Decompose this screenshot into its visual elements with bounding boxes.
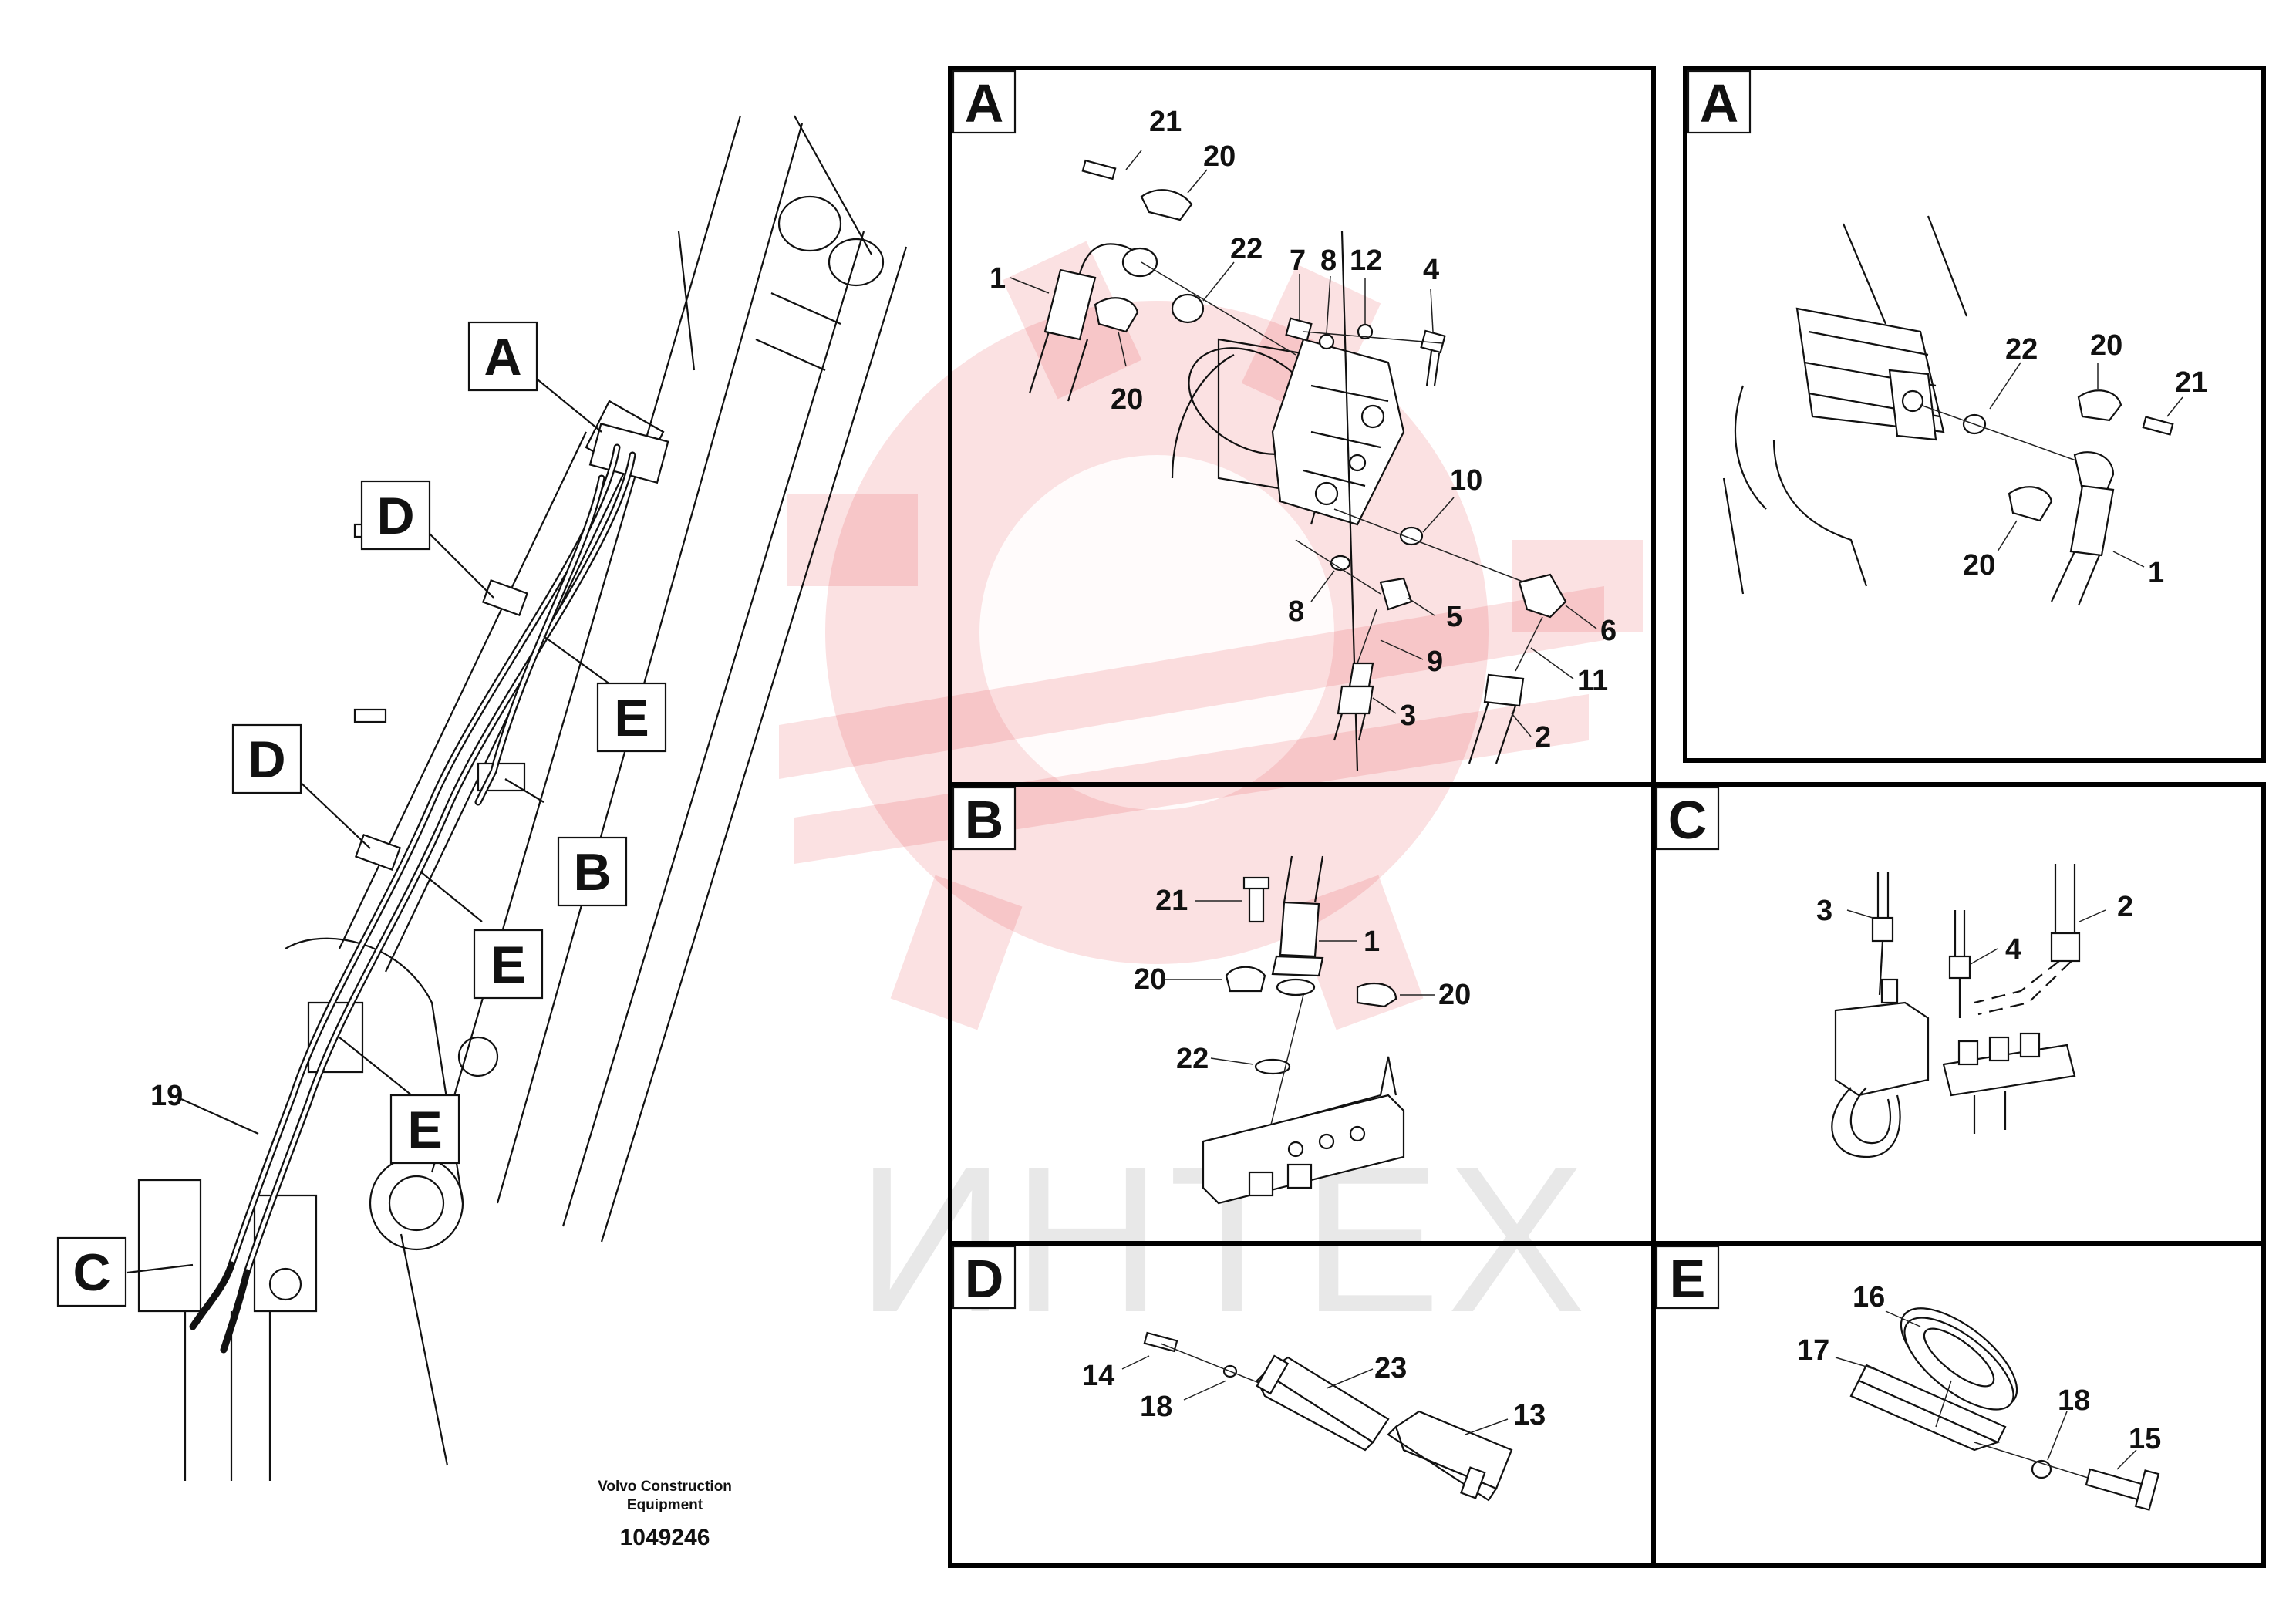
credit-line-1: Volvo Construction — [598, 1479, 732, 1495]
part-number: 4 — [1423, 254, 1439, 286]
part-number: 20 — [2090, 329, 2122, 362]
part-number: 1 — [1364, 926, 1380, 958]
callout-label: E — [407, 1101, 442, 1159]
callout-label: C — [72, 1243, 110, 1302]
panel-d-detail: D 23 14 18 13 — [952, 1245, 1546, 1502]
part-number: 2 — [2117, 891, 2133, 923]
part-number: 3 — [1400, 700, 1416, 732]
part-number: 4 — [2005, 933, 2021, 966]
callout-box-e: E — [596, 682, 667, 753]
part-number: 2 — [1535, 721, 1551, 754]
part-number: 20 — [1438, 979, 1471, 1011]
part-number: 23 — [1374, 1352, 1407, 1384]
part-number: 11 — [1577, 665, 1608, 697]
part-number: 22 — [1176, 1043, 1209, 1075]
panel-label: D — [965, 1249, 1004, 1309]
part-number: 8 — [1320, 244, 1337, 277]
part-number: 12 — [1350, 244, 1382, 277]
panel-b-detail: B 21 1 20 20 22 — [952, 786, 1471, 1205]
panel-frames — [948, 66, 2266, 1568]
part-number: 8 — [1288, 595, 1304, 628]
part-number: 14 — [1082, 1360, 1114, 1392]
callout-label: E — [614, 689, 649, 747]
part-number: 18 — [2058, 1384, 2090, 1417]
callout-box-b: B — [557, 836, 628, 907]
part-number: 22 — [1230, 233, 1263, 265]
callout-box-c: C — [56, 1236, 127, 1307]
part-number: 15 — [2129, 1423, 2161, 1455]
part-number: 5 — [1446, 601, 1462, 633]
part-number: 10 — [1450, 464, 1482, 497]
panel-label: A — [1700, 73, 1739, 133]
part-number: 22 — [2005, 333, 2038, 366]
part-number: 18 — [1140, 1391, 1172, 1423]
part-number: 19 — [150, 1080, 183, 1112]
part-number: 21 — [1149, 106, 1182, 138]
panel-label: B — [965, 790, 1004, 850]
part-number: 9 — [1427, 646, 1443, 678]
panel-label: C — [1668, 790, 1708, 850]
panel-e-detail: E 16 17 18 15 — [1655, 1245, 2161, 1511]
part-number: 21 — [1155, 885, 1188, 917]
part-number: 20 — [1963, 549, 1995, 582]
callout-box-a: A — [467, 321, 538, 392]
panel-a-alternate-view: A 22 20 21 20 1 — [1687, 69, 2207, 606]
panel-label: E — [1670, 1249, 1706, 1309]
callout-label: D — [376, 487, 414, 545]
part-number: 17 — [1797, 1334, 1829, 1367]
part-number: 20 — [1111, 383, 1143, 416]
callout-box-d: D — [360, 480, 431, 551]
part-number: 6 — [1600, 615, 1617, 647]
credit-line-2: Equipment — [627, 1497, 703, 1513]
part-number: 16 — [1853, 1281, 1885, 1313]
callout-label: A — [484, 328, 521, 386]
callout-box-d: D — [231, 723, 302, 794]
part-number: 20 — [1203, 140, 1236, 173]
document-number: 1049246 — [620, 1525, 710, 1550]
part-number: 21 — [2175, 366, 2207, 399]
boom-overview — [126, 115, 908, 1481]
callout-label: D — [248, 730, 285, 789]
part-number: 1 — [990, 262, 1006, 295]
part-number: 13 — [1513, 1399, 1546, 1431]
watermark-logo — [779, 241, 1643, 1030]
callout-label: B — [573, 843, 611, 902]
part-number: 7 — [1290, 244, 1306, 277]
callout-label: E — [491, 936, 525, 994]
callout-box-e: E — [473, 929, 544, 1000]
part-number: 3 — [1816, 895, 1832, 927]
panel-a-detail: A — [952, 69, 1617, 772]
part-number: 20 — [1134, 963, 1166, 996]
callout-box-e: E — [389, 1094, 460, 1165]
panel-c-detail: C 3 2 4 — [1655, 786, 2133, 1158]
panel-label: A — [965, 73, 1004, 133]
part-number: 1 — [2148, 557, 2164, 589]
